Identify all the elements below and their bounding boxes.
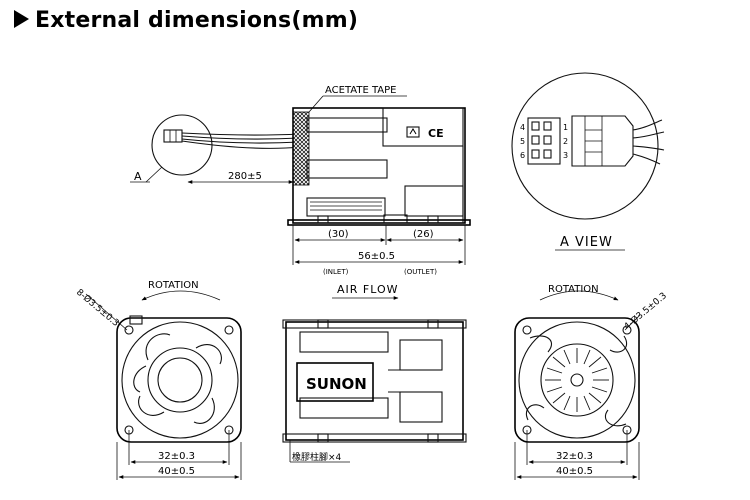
rear-struts bbox=[526, 335, 628, 427]
brand-label: SUNON bbox=[306, 375, 367, 393]
a-view-circle bbox=[511, 72, 659, 220]
rear-view: ROTATION 4-Ø3.5±0.3 bbox=[514, 284, 669, 480]
front-rotation: ROTATION bbox=[148, 280, 199, 291]
front-holes: 8-Ø3.5±0.3 bbox=[74, 287, 121, 329]
leader-a bbox=[145, 166, 163, 183]
pin-5: 5 bbox=[520, 137, 525, 146]
rear-frame-width: 40±0.5 bbox=[556, 466, 593, 477]
front-cable-exit bbox=[129, 315, 143, 325]
pin-4: 4 bbox=[520, 123, 525, 132]
pin-6: 6 bbox=[520, 151, 525, 160]
front-hole-pitch: 32±0.3 bbox=[158, 451, 195, 462]
outlet-label: (OUTLET) bbox=[404, 268, 437, 276]
marker-a: A bbox=[134, 170, 142, 183]
outlet-depth: (26) bbox=[413, 229, 434, 240]
rubber-feet-note: 橡膠柱腳×4 bbox=[292, 451, 342, 463]
pin-1: 1 bbox=[563, 123, 568, 132]
front-frame-width: 40±0.5 bbox=[158, 466, 195, 477]
rear-hole-pitch: 32±0.3 bbox=[556, 451, 593, 462]
tape-label: ACETATE TAPE bbox=[325, 85, 397, 96]
rear-impeller bbox=[545, 348, 609, 412]
side-view: A ACETATE TAPE 280±5 bbox=[130, 85, 471, 276]
airflow-label: AIR FLOW bbox=[337, 283, 399, 296]
inlet-depth: (30) bbox=[328, 229, 349, 240]
page-title: External dimensions(mm) bbox=[14, 8, 358, 33]
inlet-label: (INLET) bbox=[323, 268, 349, 276]
pin-3: 3 bbox=[563, 151, 568, 160]
rear-rotation: ROTATION bbox=[548, 284, 599, 295]
wire-bundle bbox=[181, 132, 301, 149]
ce-mark: CE bbox=[428, 127, 444, 140]
tape-leader bbox=[308, 95, 324, 113]
front-blades bbox=[133, 333, 222, 424]
detail-circle-a bbox=[151, 114, 213, 176]
a-view: 4 5 6 1 2 3 A VIEW bbox=[511, 72, 665, 251]
pin-2: 2 bbox=[563, 137, 568, 146]
pin-grid bbox=[531, 121, 552, 159]
a-view-label: A VIEW bbox=[560, 235, 613, 250]
brand-box bbox=[296, 362, 374, 402]
title-arrow-icon bbox=[14, 10, 29, 28]
lead-length: 280±5 bbox=[228, 171, 262, 182]
middle-view: AIR FLOW SUNON 橡膠柱腳×4 bbox=[282, 283, 467, 463]
total-depth: 56±0.5 bbox=[358, 251, 395, 262]
connector-small bbox=[163, 129, 183, 143]
front-view: ROTATION 8-Ø3.5±0.3 32±0.3 40±0.5 bbox=[74, 280, 242, 480]
fan-side-body: CE bbox=[287, 107, 471, 226]
title-text: External dimensions(mm) bbox=[35, 8, 359, 33]
